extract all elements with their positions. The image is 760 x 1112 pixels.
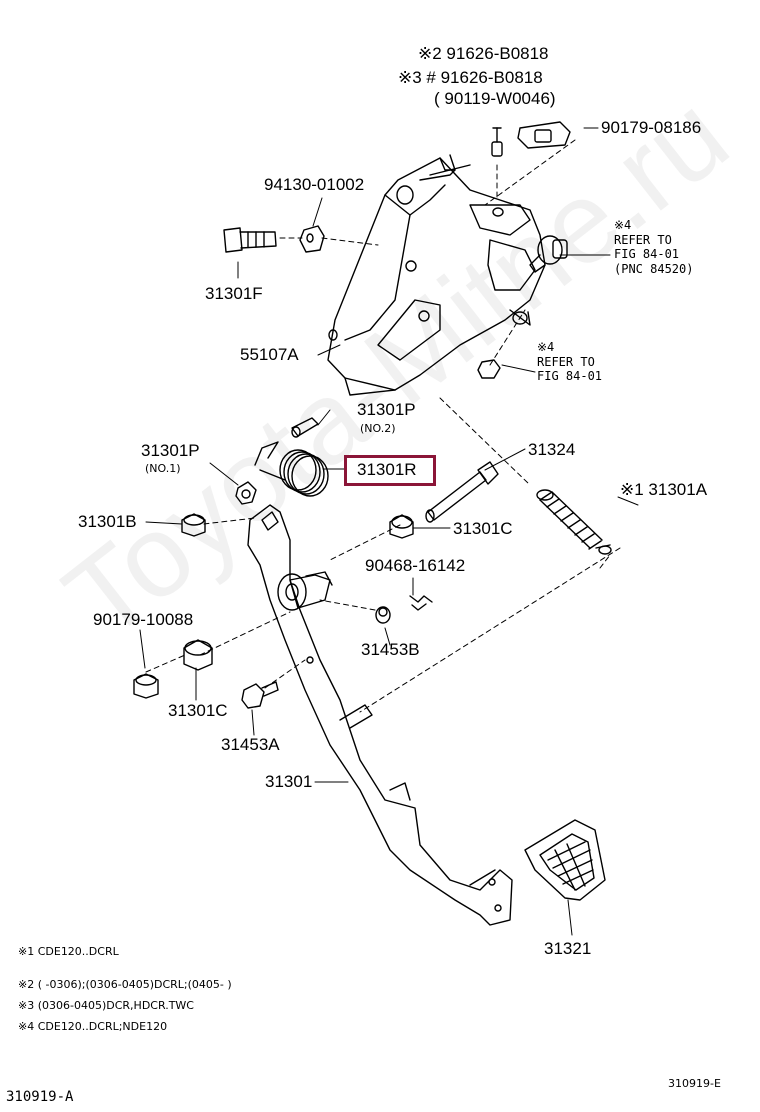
figure-id-left: 310919-A	[6, 1089, 74, 1105]
label-31453B[interactable]: 31453B	[361, 640, 420, 659]
nut-94130	[299, 225, 325, 253]
label-31301B[interactable]: 31301B	[78, 512, 137, 531]
bolt-31453A	[241, 681, 279, 709]
highlight-31301R	[344, 455, 436, 486]
bushing-31301P-no1	[235, 481, 257, 505]
bolt-31301F	[223, 227, 277, 253]
label-90179-08186[interactable]: 90179-08186	[601, 118, 702, 137]
bushing-31301B	[181, 513, 206, 537]
label-no2: (NO.2)	[360, 422, 396, 435]
refer-note-top-mark: ※4	[614, 218, 632, 232]
brake-pedal-arm-31301	[247, 504, 513, 926]
label-94130-01002[interactable]: 94130-01002	[264, 175, 365, 194]
label-31301P-no1[interactable]: 31301P	[141, 441, 200, 460]
label-90468-16142[interactable]: 90468-16142	[365, 556, 466, 575]
label-31301F[interactable]: 31301F	[205, 284, 263, 303]
footnote-1: ※1 CDE120..DCRL	[18, 945, 119, 958]
pedal-pad-31321	[524, 819, 606, 901]
refer-note-mid-1: REFER TO	[537, 355, 595, 369]
nut-90179-10088	[133, 673, 159, 699]
label-31301[interactable]: 31301	[265, 772, 313, 791]
label-91626-2[interactable]: ※2 91626-B0818	[418, 44, 549, 63]
refer-note-mid-2: FIG 84-01	[537, 369, 603, 383]
label-31321[interactable]: 31321	[544, 939, 592, 958]
refer-note-mid-mark: ※4	[537, 340, 555, 354]
label-31453A[interactable]: 31453A	[221, 735, 280, 754]
figure-id-right: 310919-E	[668, 1077, 721, 1090]
label-90119[interactable]: ( 90119-W0046)	[434, 89, 556, 108]
assist-spring-31301A	[536, 489, 612, 555]
clip-90468	[409, 595, 433, 611]
label-90179-10088[interactable]: 90179-10088	[93, 610, 194, 629]
footnote-2: ※2 ( -0306);(0306-0405)DCRL;(0405- )	[18, 978, 232, 991]
label-91626-3[interactable]: ※3 # 91626-B0818	[398, 68, 543, 87]
label-31301A[interactable]: ※1 31301A	[620, 480, 708, 499]
label-no1: (NO.1)	[145, 462, 181, 475]
label-31324[interactable]: 31324	[528, 440, 576, 459]
bolt-91626	[491, 127, 503, 157]
refer-note-top-3: (PNC 84520)	[614, 262, 694, 276]
shaft-31324	[425, 461, 499, 523]
return-spring-31301R	[254, 441, 329, 497]
refer-note-top-1: REFER TO	[614, 233, 672, 247]
refer-note-top-2: FIG 84-01	[614, 247, 680, 261]
label-55107A[interactable]: 55107A	[240, 345, 299, 364]
label-31301C-right[interactable]: 31301C	[453, 519, 513, 538]
label-31301P-no2[interactable]: 31301P	[357, 400, 416, 419]
label-31301R[interactable]: 31301R	[357, 460, 417, 479]
stop-lamp-switch	[529, 235, 568, 273]
nut-90179-08186	[517, 121, 571, 149]
pin-31301P-no2	[291, 417, 319, 438]
footnote-3: ※3 (0306-0405)DCR,HDCR.TWC	[18, 999, 194, 1012]
label-31301C-left[interactable]: 31301C	[168, 701, 228, 720]
footnote-4: ※4 CDE120..DCRL;NDE120	[18, 1020, 168, 1033]
bushing-31301C-left	[183, 639, 213, 671]
solid-leaders	[139, 127, 639, 936]
nut-bracket	[477, 359, 501, 379]
bolt-31453B	[375, 606, 391, 624]
bushing-31301C-right	[389, 514, 414, 539]
